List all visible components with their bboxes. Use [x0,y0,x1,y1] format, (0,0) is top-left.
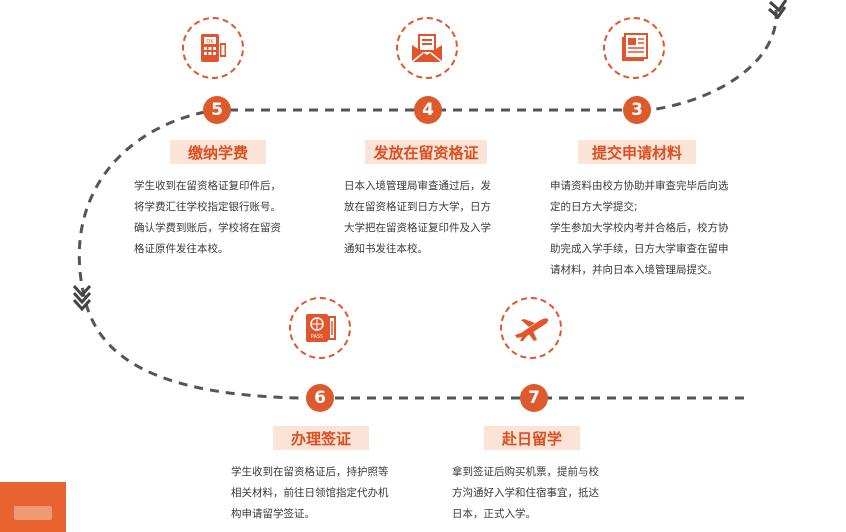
pass-label: PASS [311,334,323,340]
step-7-number: 7 [520,384,548,412]
arrow-chevron-top-right-1 [769,0,788,13]
step-4-icon-circle [396,17,458,79]
ok-label: OK [206,39,214,45]
step-5-icon-circle: OK [182,17,244,79]
step-3-number: 3 [623,96,651,124]
step-4-number: 4 [414,96,442,124]
step-4-line: 大学把在留资格证复印件及入学 [344,222,491,234]
flow-segment-top-curve [649,9,778,112]
step-7-icon-circle [500,297,562,359]
step-3-line: 请材料，并向日本入境管理局提交。 [550,264,718,276]
step-6-line: 相关材料，前往日领馆指定代办机 [231,487,389,499]
corner-decoration [0,482,66,532]
step-6-number: 6 [306,384,334,412]
step-6-title: 办理签证 [273,426,369,450]
arrow-chevron-top-right-2 [768,6,787,20]
step-7-line: 拿到签证后购买机票，提前与校 [452,466,599,478]
step-7-description: 拿到签证后购买机票，提前与校 方沟通好入学和住宿事宜，抵达 日本，正式入学。 [452,462,632,525]
step-3-icon-circle [603,17,665,79]
step-4-line: 放在留资格证到日方大学，日方 [344,201,491,213]
pos-terminal-icon: OK [201,34,226,62]
step-7-title: 赴日留学 [484,426,580,450]
step-6-icon-circle: PASS [289,297,351,359]
step-6-line: 构申请留学签证。 [231,508,315,520]
step-7-line: 方沟通好入学和住宿事宜，抵达 [452,487,599,499]
step-3-title: 提交申请材料 [578,140,696,164]
passport-icon: PASS [306,314,336,342]
step-3-line: 申请资料由校方协助并审查完毕后向选 [550,180,729,192]
step-3-line: 定的日方大学提交; [550,201,638,213]
arrow-chevron-left-2 [72,292,92,305]
step-5-line: 学生收到在留资格证复印件后， [134,180,281,192]
newspaper-icon [622,33,648,61]
step-5-line: 格证原件发往本校。 [134,243,229,255]
step-5-number: 5 [203,96,231,124]
step-6-line: 学生收到在留资格证后，持护照等 [231,466,389,478]
envelope-icon [411,34,443,63]
step-4-line: 日本入境管理局审查通过后，发 [344,180,491,192]
step-3-description: 申请资料由校方协助并审查完毕后向选 定的日方大学提交; 学生参加大学校内考并合格… [550,176,750,281]
step-3-line: 助完成入学手续，日方大学审查在留申 [550,243,729,255]
step-5-title: 缴纳学费 [170,140,266,164]
step-4-line: 通知书发往本校。 [344,243,428,255]
step-4-title: 发放在留资格证 [365,140,487,164]
airplane-icon [515,318,549,341]
arrow-chevron-left-3 [72,299,92,312]
step-5-line: 确认学费到账后，学校将在留资 [134,222,281,234]
step-5-line: 将学费汇往学校指定银行账号。 [134,201,281,213]
step-6-description: 学生收到在留资格证后，持护照等 相关材料，前往日领馆指定代办机 构申请留学签证。 [231,462,411,525]
watermark-mark [14,506,52,520]
step-3-line: 学生参加大学校内考并合格后，校方协 [550,222,729,234]
step-4-description: 日本入境管理局审查通过后，发 放在留资格证到日方大学，日方 大学把在留资格证复印… [344,176,516,260]
arrow-chevron-left-1 [72,285,92,298]
step-5-description: 学生收到在留资格证复印件后， 将学费汇往学校指定银行账号。 确认学费到账后，学校… [134,176,314,260]
step-7-line: 日本，正式入学。 [452,508,536,520]
